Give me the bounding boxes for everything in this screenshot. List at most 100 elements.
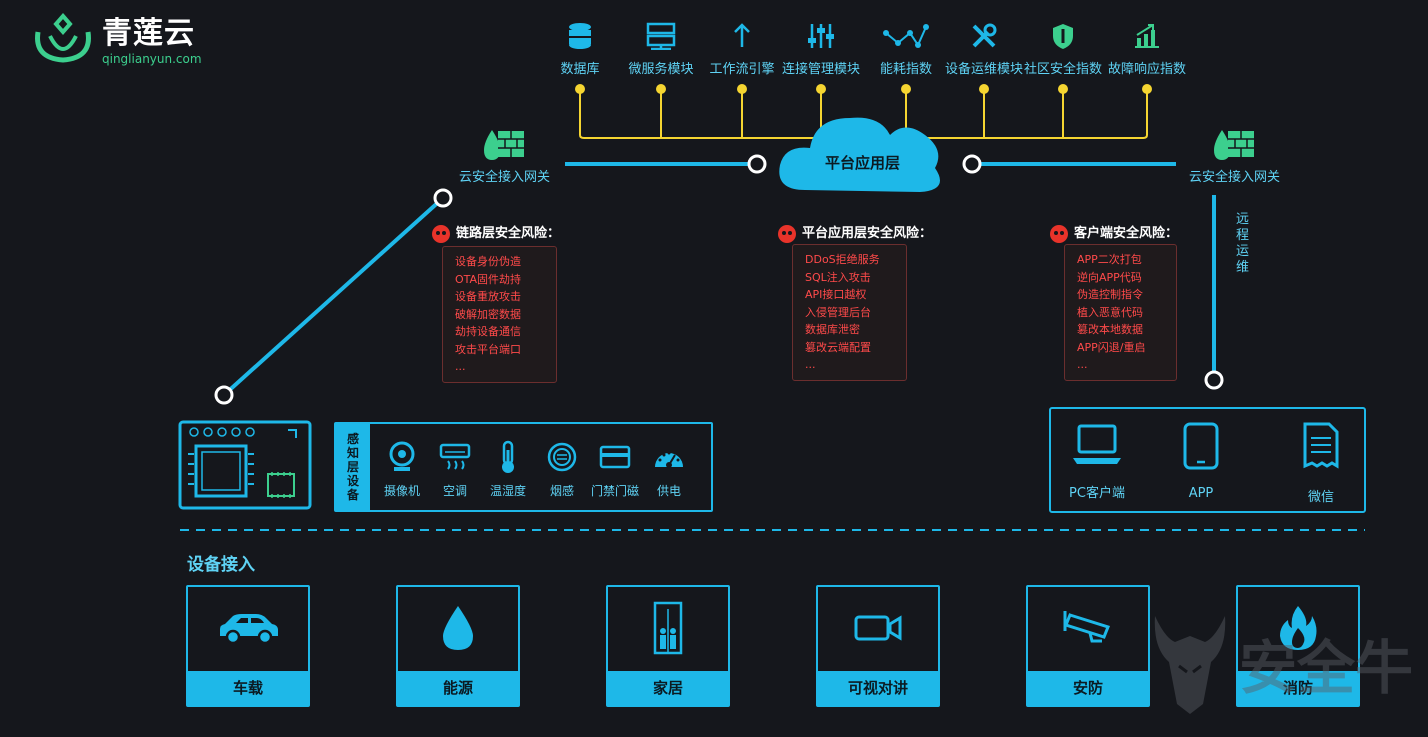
risk-item: ... (455, 360, 466, 373)
device-label: 家居 (608, 671, 728, 705)
module-energy-index: 能耗指数 (866, 20, 946, 77)
risk-item: API接口越权 (805, 288, 867, 301)
arrow-up-icon (702, 20, 782, 52)
skull-icon (1050, 224, 1068, 243)
module-label: 设备运维模块 (944, 62, 1023, 77)
module-label: 能耗指数 (879, 62, 932, 77)
camera-icon (372, 440, 432, 474)
module-label: 故障响应指数 (1107, 62, 1186, 77)
bull-logo-icon (1154, 616, 1226, 714)
risk-item: 伪造控制指令 (1077, 288, 1143, 301)
cloud-label: 平台应用层 (824, 154, 900, 172)
sensor-label: 烟感 (549, 484, 574, 498)
sensing-layer-panel: 感知层设备 (334, 422, 713, 512)
module-connection: 连接管理模块 (781, 20, 861, 77)
link-risk-title: 链路层安全风险： (432, 222, 560, 243)
device-label: 安防 (1028, 671, 1148, 705)
client-label: APP (1188, 486, 1214, 501)
tablet-icon (1156, 422, 1246, 474)
sensing-layer-title: 感知层设备 (336, 424, 370, 510)
sensor-access-control: 门禁门磁 (585, 440, 645, 499)
risk-item: 设备身份伪造 (455, 255, 521, 268)
risk-item: ... (1077, 358, 1088, 371)
risk-item: APP闪退/重启 (1077, 340, 1146, 354)
risk-item: DDoS拒绝服务 (805, 253, 880, 266)
client-wechat: 微信 (1276, 422, 1366, 505)
device-label: 消防 (1238, 671, 1358, 705)
risk-item: SQL注入攻击 (805, 270, 871, 284)
fire-icon (1238, 587, 1358, 669)
skull-icon (432, 224, 450, 243)
client-label: 微信 (1307, 490, 1334, 505)
risk-item: 设备重放攻击 (455, 290, 521, 303)
device-label: 能源 (398, 671, 518, 705)
air-conditioner-icon (425, 440, 485, 474)
risk-item: 逆向APP代码 (1077, 270, 1142, 284)
water-drop-icon (398, 587, 518, 669)
module-label: 工作流引擎 (709, 62, 775, 77)
thermometer-icon (478, 440, 538, 474)
lotus-logo-icon (35, 12, 91, 63)
line-chart-icon (866, 20, 946, 52)
shield-icon (1023, 20, 1103, 52)
video-camera-icon (818, 587, 938, 669)
sliders-icon (781, 20, 861, 52)
bar-chart-icon (1107, 20, 1187, 52)
device-fire: 消防 (1236, 585, 1360, 707)
client-app: APP (1156, 422, 1246, 501)
module-fault-response: 故障响应指数 (1107, 20, 1187, 77)
skull-icon (778, 224, 796, 243)
device-label: 车载 (188, 671, 308, 705)
risk-item: 攻击平台端口 (455, 342, 521, 356)
sensor-label: 摄像机 (383, 484, 420, 498)
sensor-smoke: 烟感 (532, 440, 592, 499)
watermark: 安全牛 (1145, 608, 1413, 718)
risk-item: 劫持设备通信 (455, 325, 521, 338)
elevator-icon (608, 587, 728, 669)
module-label: 数据库 (560, 62, 600, 77)
module-label: 微服务模块 (628, 62, 694, 77)
risk-item: 篡改本地数据 (1077, 323, 1143, 336)
risk-item: OTA固件劫持 (455, 272, 522, 286)
brand-domain: qinglianyun.com (102, 52, 202, 66)
module-microservice: 微服务模块 (621, 20, 701, 77)
cloud-icon (779, 117, 940, 192)
module-device-ops: 设备运维模块 (944, 20, 1024, 77)
sensor-temperature: 温湿度 (478, 440, 538, 499)
client-pc: PC客户端 (1052, 422, 1142, 501)
platform-risk-box: DDoS拒绝服务 SQL注入攻击 API接口越权 入侵管理后台 数据库泄密 篡改… (792, 244, 907, 381)
client-risk-box: APP二次打包 逆向APP代码 伪造控制指令 植入恶意代码 篡改本地数据 APP… (1064, 244, 1177, 381)
link-risk-box: 设备身份伪造 OTA固件劫持 设备重放攻击 破解加密数据 劫持设备通信 攻击平台… (442, 246, 557, 383)
risk-item: 植入恶意代码 (1077, 305, 1143, 319)
gateway-right-label: 云安全接入网关 (1189, 170, 1281, 185)
device-security: 安防 (1026, 585, 1150, 707)
car-icon (188, 587, 308, 669)
risk-item: APP二次打包 (1077, 253, 1142, 266)
laptop-icon (1052, 422, 1142, 470)
sensor-label: 空调 (442, 484, 467, 498)
document-icon (1276, 422, 1366, 474)
device-energy: 能源 (396, 585, 520, 707)
sensor-label: 门禁门磁 (590, 484, 639, 498)
sensor-air-conditioner: 空调 (425, 440, 485, 499)
client-label: PC客户端 (1069, 486, 1125, 501)
firewall-icon-right (1214, 130, 1254, 160)
module-database: 数据库 (540, 20, 620, 77)
platform-risk-title: 平台应用层安全风险： (778, 222, 932, 243)
tools-icon (944, 20, 1024, 52)
device-vehicle: 车载 (186, 585, 310, 707)
gauge-icon (639, 440, 699, 474)
module-community-security: 社区安全指数 (1023, 20, 1103, 77)
risk-item: 数据库泄密 (805, 323, 860, 336)
gateway-board-icon (178, 420, 312, 510)
database-icon (540, 20, 620, 52)
device-label: 可视对讲 (818, 671, 938, 705)
risk-item: 入侵管理后台 (805, 305, 871, 319)
firewall-icon-left (484, 130, 524, 160)
device-home: 家居 (606, 585, 730, 707)
brand-name: 青莲云 (102, 16, 195, 51)
risk-item: 篡改云端配置 (805, 340, 871, 354)
brand-logo: 青莲云 qinglianyun.com (32, 8, 202, 66)
module-label: 连接管理模块 (781, 62, 860, 77)
